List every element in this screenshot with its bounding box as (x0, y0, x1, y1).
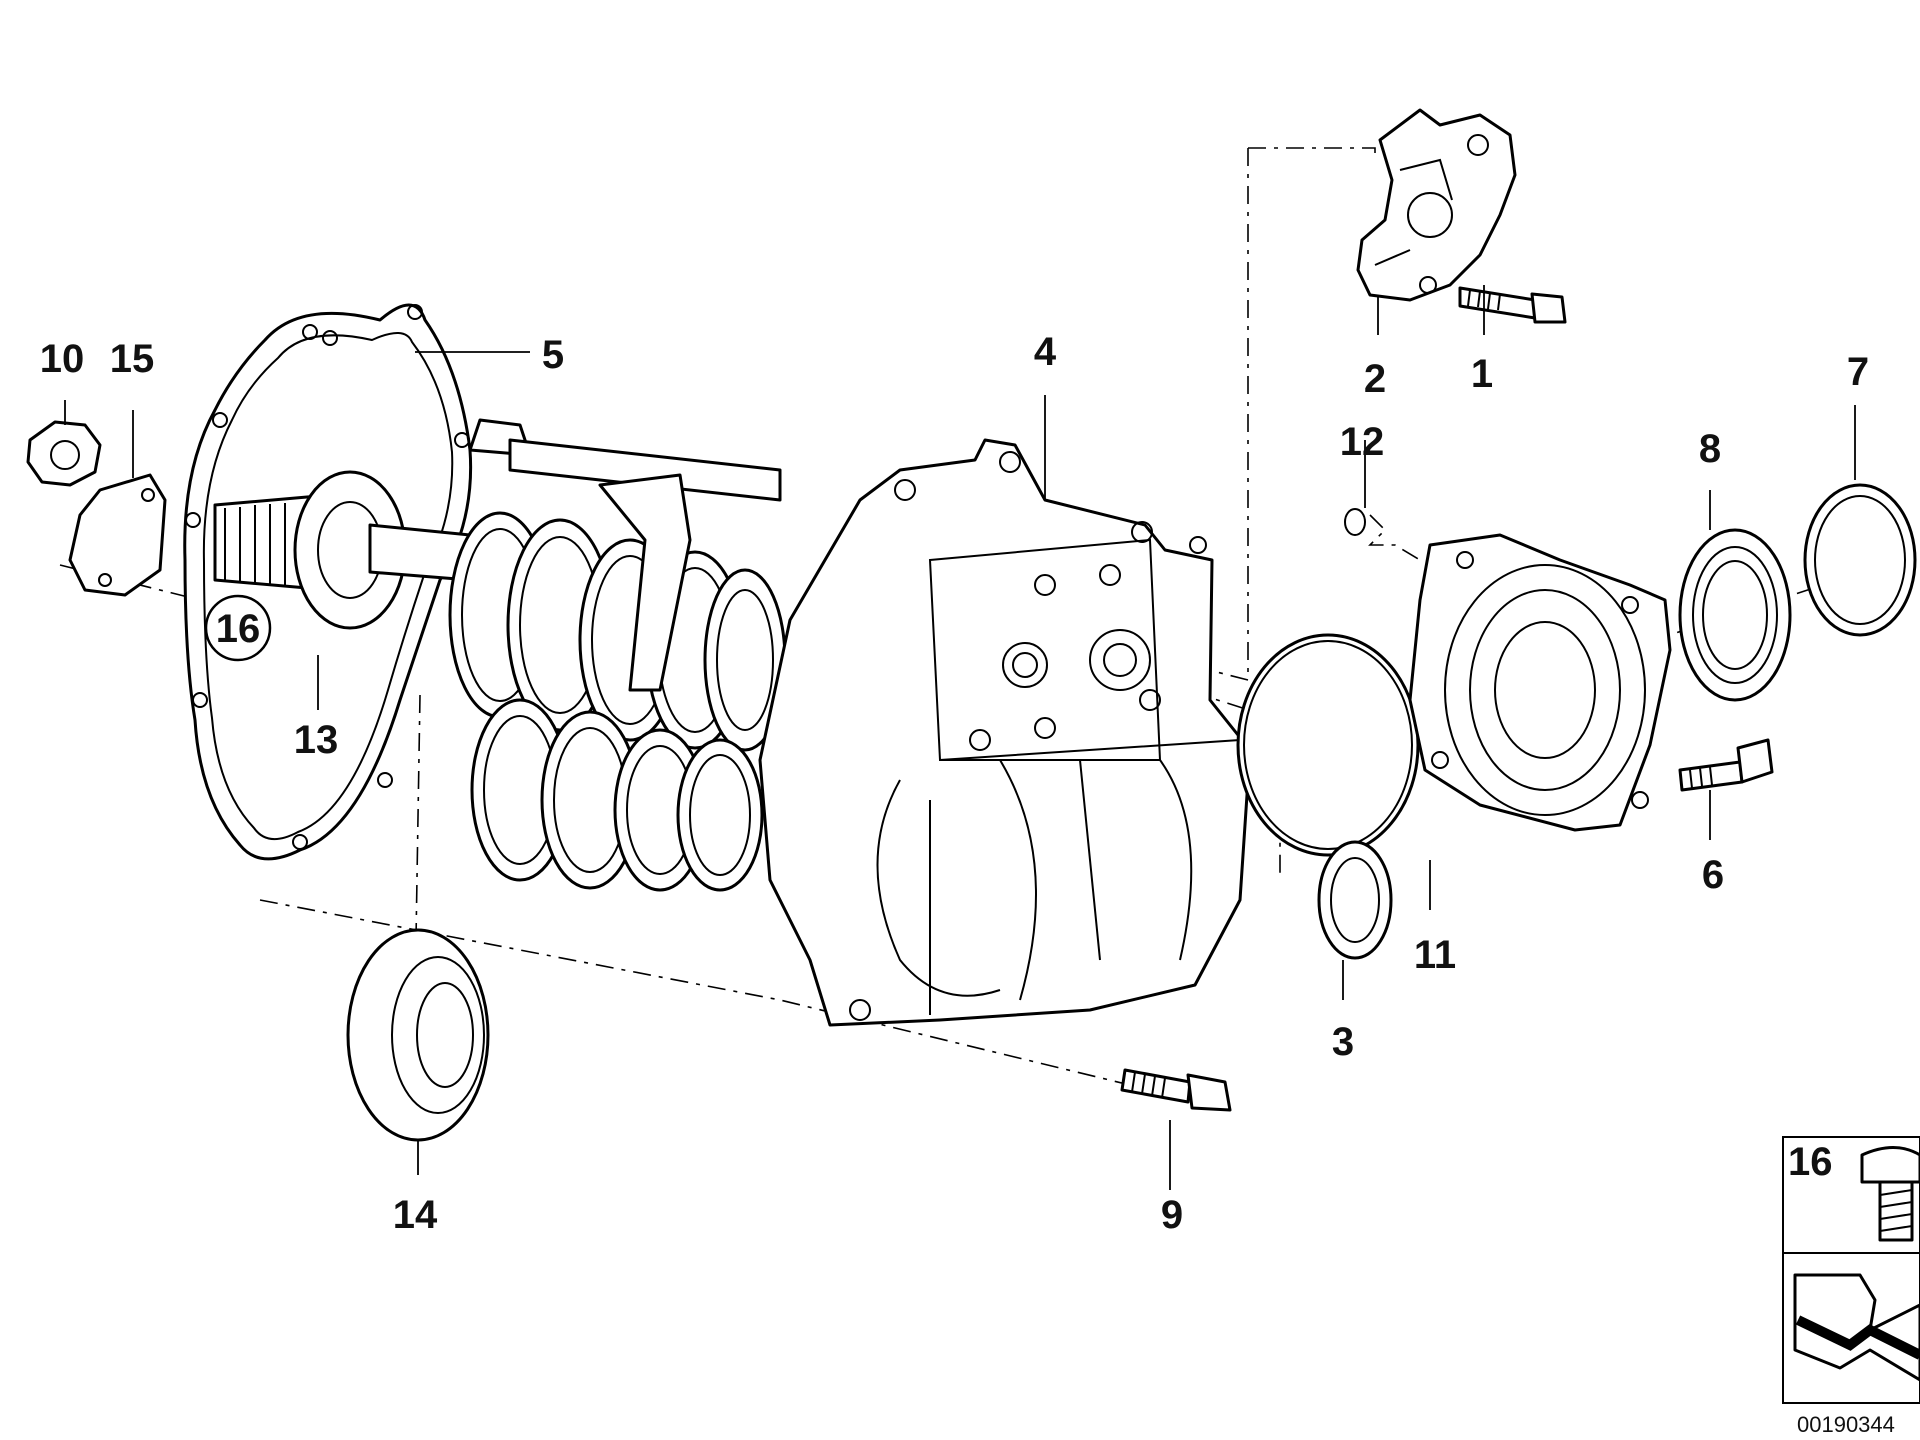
shaft-with-bearing-part (213, 470, 472, 630)
callout-7: 7 (1847, 350, 1869, 394)
gear-6 (470, 698, 764, 892)
transmission-housing-part (758, 438, 1252, 1027)
snap-ring-part (1803, 483, 1917, 637)
bolt-part-9 (1120, 1068, 1232, 1112)
callout-15: 15 (110, 337, 155, 381)
legend-box: 16 (1782, 1136, 1920, 1404)
callout-4: 4 (1034, 330, 1057, 374)
callout-10: 10 (40, 337, 85, 381)
callouts: 1 2 3 4 5 6 7 8 9 10 11 12 13 14 15 (40, 330, 1869, 1237)
callout-6: 6 (1702, 853, 1724, 897)
callout-12: 12 (1340, 420, 1385, 464)
callout-3: 3 (1332, 1020, 1354, 1064)
callout-14: 14 (393, 1193, 438, 1237)
callout-11: 11 (1414, 933, 1456, 977)
lock-plate-part (68, 473, 167, 597)
bolt-part-6 (1678, 738, 1774, 792)
small-ring-part (1344, 508, 1366, 536)
callout-5: 5 (542, 333, 564, 377)
screw-icon (1860, 1146, 1920, 1242)
callout-8: 8 (1699, 427, 1721, 471)
callout-16: 16 (216, 607, 261, 651)
seal-part-3 (1317, 840, 1393, 960)
gear-cluster (448, 418, 787, 892)
legend-number: 16 (1788, 1140, 1833, 1184)
bolt-part-1 (1458, 286, 1567, 324)
document-id: 00190344 (1797, 1412, 1895, 1437)
nut-part (26, 420, 102, 487)
callout-9: 9 (1161, 1193, 1183, 1237)
callout-13: 13 (294, 718, 339, 762)
bearing-part (346, 928, 490, 1142)
shaft-seal-part (1678, 528, 1792, 702)
position-arrow-icon (1793, 1273, 1920, 1382)
callout-16-circled: 16 (204, 594, 272, 662)
callout-2: 2 (1364, 357, 1386, 401)
leader-lines (64, 285, 1856, 1190)
callout-1: 1 (1471, 352, 1493, 396)
o-ring-part (1236, 633, 1420, 857)
flange-housing-part (1408, 533, 1672, 832)
bracket-part (1356, 108, 1517, 302)
